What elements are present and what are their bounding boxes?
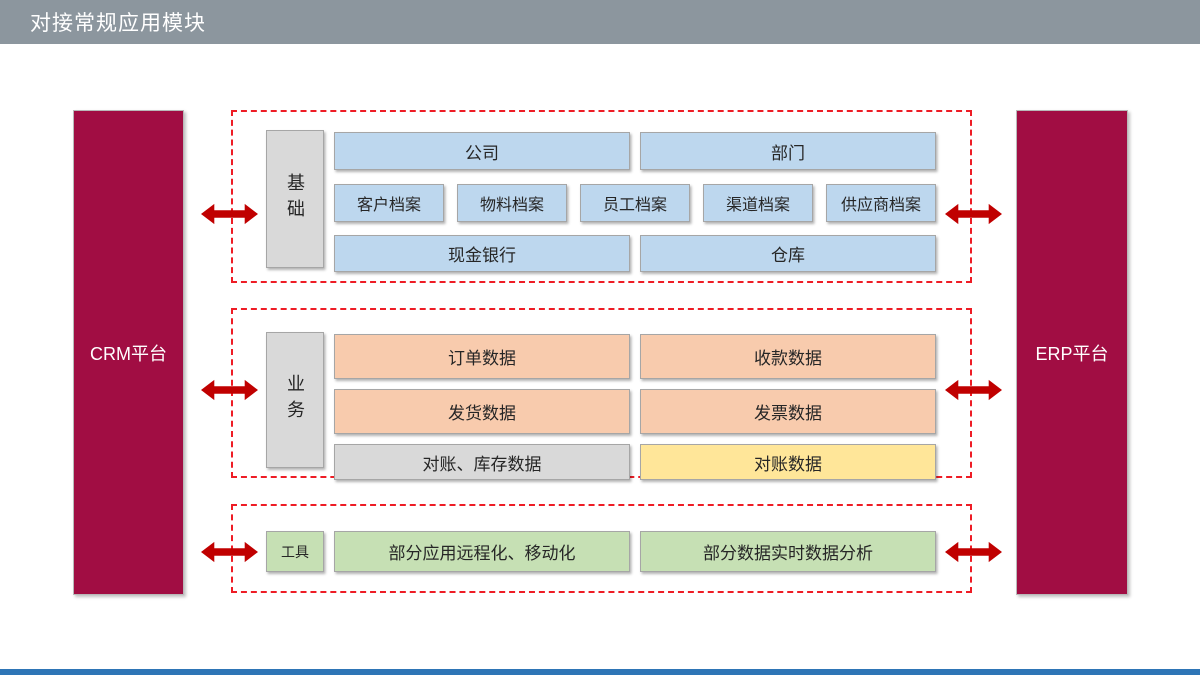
tools-group: 工具 部分应用远程化、移动化 部分数据实时数据分析 bbox=[231, 504, 972, 593]
page-title: 对接常规应用模块 bbox=[30, 12, 206, 35]
module-material-files: 物料档案 bbox=[457, 184, 567, 222]
double-arrow-icon bbox=[201, 202, 258, 226]
module-cash-bank: 现金银行 bbox=[334, 235, 630, 272]
business-group-label-text: 业务 bbox=[285, 374, 305, 426]
title-bar: 对接常规应用模块 bbox=[0, 0, 1200, 44]
tools-group-label: 工具 bbox=[266, 531, 324, 572]
module-supplier-files: 供应商档案 bbox=[826, 184, 936, 222]
crm-platform-pillar: CRM平台 bbox=[73, 110, 184, 595]
module-reconciliation-inventory-data: 对账、库存数据 bbox=[334, 444, 630, 480]
module-realtime-data-analysis: 部分数据实时数据分析 bbox=[640, 531, 936, 572]
double-arrow-icon bbox=[945, 540, 1002, 564]
module-order-data: 订单数据 bbox=[334, 334, 630, 379]
erp-platform-pillar: ERP平台 bbox=[1016, 110, 1128, 595]
footer-accent-bar bbox=[0, 669, 1200, 675]
double-arrow-icon bbox=[945, 378, 1002, 402]
module-warehouse: 仓库 bbox=[640, 235, 936, 272]
erp-platform-label: ERP平台 bbox=[1035, 343, 1109, 364]
module-employee-files: 员工档案 bbox=[580, 184, 690, 222]
foundation-group-label-text: 基础 bbox=[285, 173, 305, 225]
crm-platform-label: CRM平台 bbox=[90, 343, 167, 364]
module-shipment-data: 发货数据 bbox=[334, 389, 630, 434]
foundation-group-label: 基础 bbox=[266, 130, 324, 268]
module-invoice-data: 发票数据 bbox=[640, 389, 936, 434]
double-arrow-icon bbox=[945, 202, 1002, 226]
foundation-group: 基础 公司 部门 客户档案 物料档案 员工档案 渠道档案 供应商档案 现金银行 … bbox=[231, 110, 972, 283]
double-arrow-icon bbox=[201, 540, 258, 564]
module-remote-mobile-apps: 部分应用远程化、移动化 bbox=[334, 531, 630, 572]
module-company: 公司 bbox=[334, 132, 630, 170]
module-receipt-data: 收款数据 bbox=[640, 334, 936, 379]
module-channel-files: 渠道档案 bbox=[703, 184, 813, 222]
module-customer-files: 客户档案 bbox=[334, 184, 444, 222]
double-arrow-icon bbox=[201, 378, 258, 402]
tools-group-label-text: 工具 bbox=[281, 543, 309, 560]
business-group: 业务 订单数据 收款数据 发货数据 发票数据 对账、库存数据 对账数据 bbox=[231, 308, 972, 480]
business-group-label: 业务 bbox=[266, 332, 324, 468]
module-department: 部门 bbox=[640, 132, 936, 170]
module-reconciliation-data: 对账数据 bbox=[640, 444, 936, 480]
